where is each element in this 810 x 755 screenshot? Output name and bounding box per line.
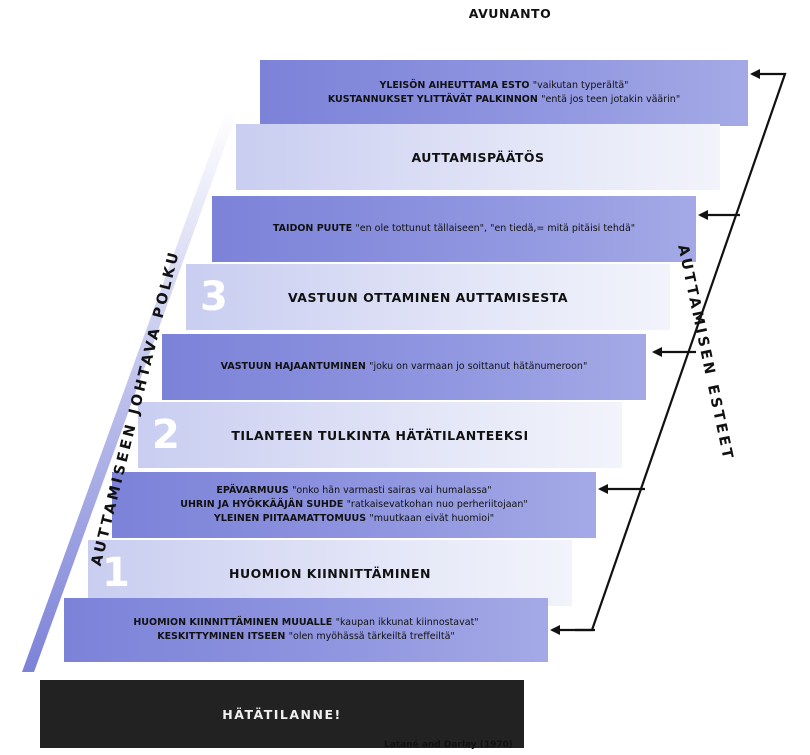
stage-step-3: 3 VASTUUN OTTAMINEN AUTTAMISESTA bbox=[186, 264, 670, 330]
barrier-line: TAIDON PUUTE "en ole tottunut tällaiseen… bbox=[272, 223, 636, 234]
barrier-step-4: EPÄVARMUUS "onko hän varmasti sairas vai… bbox=[112, 472, 596, 538]
barrier-line: VASTUUN HAJAANTUMINEN "joku on varmaan j… bbox=[220, 361, 588, 372]
barrier-step-5: HUOMION KIINNITTÄMINEN MUUALLE "kaupan i… bbox=[64, 598, 548, 662]
stage-step-decision: AUTTAMISPÄÄTÖS bbox=[236, 124, 720, 190]
barrier-line: UHRIN JA HYÖKKÄÄJÄN SUHDE "ratkaisevatko… bbox=[180, 499, 528, 510]
stage-step-2: 2 TILANTEEN TULKINTA HÄTÄTILANTEEKSI bbox=[138, 402, 622, 468]
barrier-line: YLEINEN PIITAAMATTOMUUS "muutkaan eivät … bbox=[213, 513, 495, 524]
barrier-line: EPÄVARMUUS "onko hän varmasti sairas vai… bbox=[216, 485, 492, 496]
barrier-line: HUOMION KIINNITTÄMINEN MUUALLE "kaupan i… bbox=[133, 617, 479, 628]
emergency-label: HÄTÄTILANNE! bbox=[222, 706, 342, 722]
barrier-line: YLEISÖN AIHEUTTAMA ESTO "vaikutan typerä… bbox=[379, 80, 629, 91]
stage-number: 3 bbox=[200, 274, 228, 320]
barrier-step-1: YLEISÖN AIHEUTTAMA ESTO "vaikutan typerä… bbox=[260, 60, 748, 126]
stage-title: TILANTEEN TULKINTA HÄTÄTILANTEEKSI bbox=[231, 427, 529, 443]
stage-title: VASTUUN OTTAMINEN AUTTAMISESTA bbox=[287, 289, 569, 305]
stage-title: HUOMION KIINNITTÄMINEN bbox=[229, 565, 431, 581]
stage-number: 1 bbox=[102, 550, 130, 596]
barrier-step-3: VASTUUN HAJAANTUMINEN "joku on varmaan j… bbox=[162, 334, 646, 400]
outcome-label: AVUNANTO bbox=[468, 6, 552, 21]
stage-number: 2 bbox=[152, 412, 180, 458]
barrier-line: KESKITTYMINEN ITSEEN "olen myöhässä tärk… bbox=[157, 631, 455, 642]
stage-step-1: 1 HUOMION KIINNITTÄMINEN bbox=[88, 540, 572, 606]
barrier-step-2: TAIDON PUUTE "en ole tottunut tällaiseen… bbox=[212, 196, 696, 262]
barrier-line: KUSTANNUKSET YLITTÄVÄT PALKINNON "entä j… bbox=[327, 94, 681, 105]
credit-citation: Latané and Darlay (1970) bbox=[384, 740, 514, 750]
emergency-step: HÄTÄTILANNE! bbox=[40, 680, 524, 748]
path-bar bbox=[22, 110, 238, 672]
stage-title: AUTTAMISPÄÄTÖS bbox=[411, 149, 545, 165]
